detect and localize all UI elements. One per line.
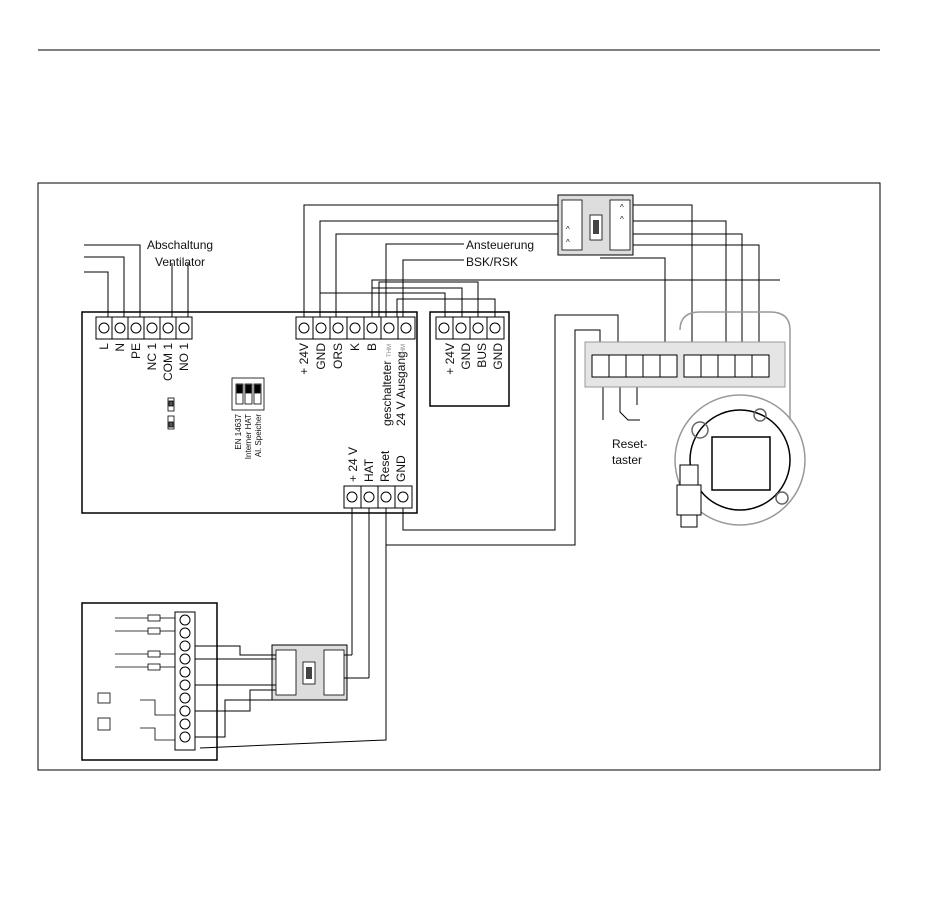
mains-terminal-block — [96, 317, 192, 339]
top-relay-module: ^ ^ ^ ^ — [558, 195, 633, 255]
bus-label-bus: BUS — [475, 343, 489, 368]
label-reset-1: Reset- — [612, 437, 647, 451]
terminal-label-n: N — [113, 343, 127, 352]
label-abschaltung: Abschaltung — [147, 238, 213, 252]
terminal-label-reset: Reset — [378, 450, 392, 482]
dip-note-al-speicher: Al. Speicher — [254, 414, 263, 457]
terminal-label-l: L — [97, 343, 111, 350]
dip-note-en14637: EN 14637 — [234, 413, 243, 449]
svg-text:^: ^ — [566, 225, 570, 234]
bus-label-gnd: GND — [459, 343, 473, 370]
terminal-label-geschalteter: geschalteter — [380, 361, 394, 426]
svg-text:^: ^ — [566, 238, 570, 247]
connector-plug — [677, 465, 701, 527]
terminal-label-gnd: GND — [314, 343, 328, 370]
label-ansteuerung: Ansteuerung — [466, 238, 534, 252]
svg-text:^: ^ — [620, 203, 624, 212]
terminal-label-hat: HAT — [362, 458, 376, 482]
terminal-label-no1: NO 1 — [177, 343, 191, 371]
thm-mark-2: THM — [401, 344, 407, 357]
label-ventilator: Ventilator — [155, 255, 205, 269]
dip-note-interner-hat: Interner HAT — [244, 414, 253, 459]
dip-switch — [232, 378, 264, 410]
terminal-label-ors: ORS — [331, 343, 345, 369]
main-control-unit: L N PE NC 1 COM 1 NO 1 EN 14637 Interner… — [82, 312, 417, 513]
terminal-label-24v: + 24V — [297, 343, 311, 375]
terminal-label-nc1: NC 1 — [145, 343, 159, 371]
bus-label-24v: + 24V — [443, 343, 457, 375]
terminal-label-gnd-bottom: GND — [394, 455, 408, 482]
svg-text:^: ^ — [620, 215, 624, 224]
label-reset-2: taster — [612, 453, 642, 467]
terminal-label-k: K — [348, 343, 362, 351]
terminal-label-pe: PE — [129, 343, 143, 359]
thm-mark-1: THM — [387, 344, 393, 357]
terminal-label-b: B — [365, 343, 379, 351]
terminal-label-com1: COM 1 — [161, 343, 175, 381]
terminal-label-24v-ausgang: 24 V Ausgang — [394, 351, 408, 426]
bottom-relay-module — [272, 645, 347, 700]
detector-terminal-strip — [585, 342, 785, 387]
terminal-label-24v-bottom: + 24 V — [346, 447, 360, 482]
bottom-terminal-block — [344, 486, 412, 508]
field-terminal-column — [175, 612, 195, 750]
control-terminal-block — [296, 317, 415, 339]
label-bsk-rsk: BSK/RSK — [466, 255, 518, 269]
field-device — [82, 603, 217, 760]
bus-label-gnd-2: GND — [491, 343, 505, 370]
